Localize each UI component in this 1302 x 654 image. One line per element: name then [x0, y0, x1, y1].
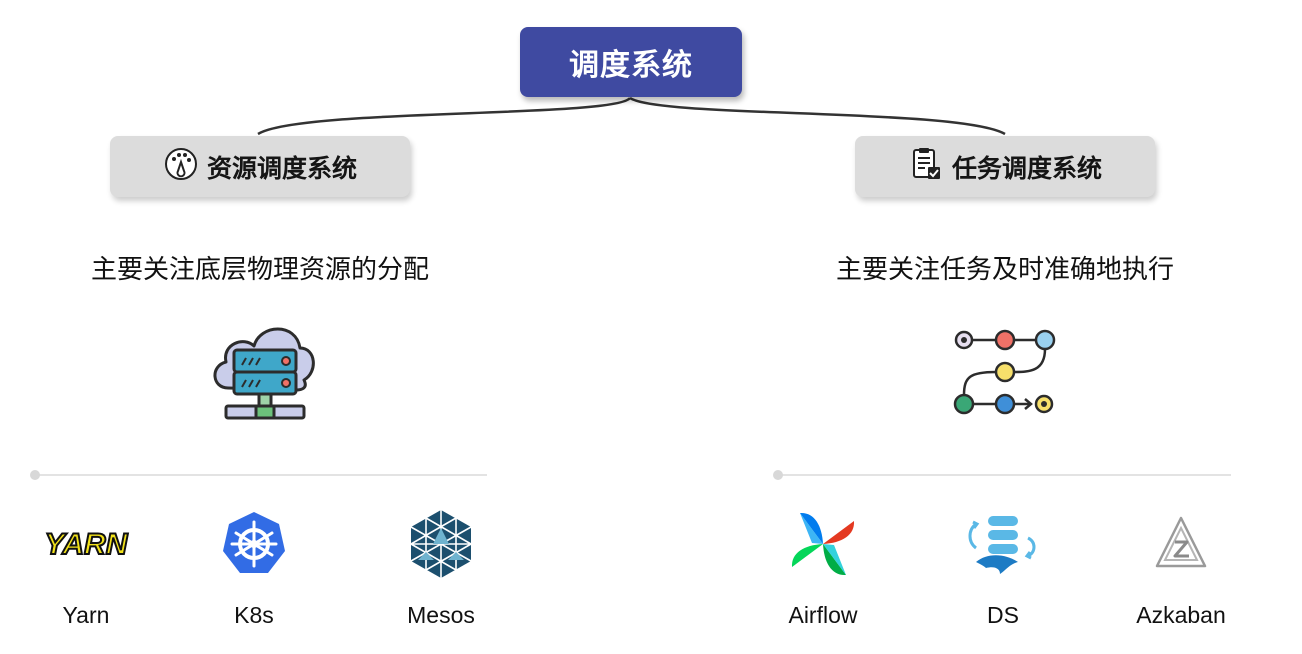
tool-mesos-name: Mesos	[407, 602, 475, 628]
connector-root-to-resource	[257, 96, 631, 136]
connector-root-to-task	[629, 96, 1006, 136]
tool-ds-name: DS	[987, 602, 1019, 628]
root-label: 调度系统	[569, 48, 693, 83]
branch-resource-label: 资源调度系统	[206, 153, 357, 183]
workflow-icon	[950, 325, 1060, 424]
tool-k8s-name: K8s	[234, 602, 274, 628]
resource-description: 主要关注底层物理资源的分配	[90, 255, 429, 285]
branch-resource-scheduling[interactable]: 资源调度系统	[110, 136, 410, 197]
checklist-icon	[908, 146, 944, 188]
kubernetes-logo	[219, 508, 289, 580]
tool-yarn[interactable]: YARN Yarn	[21, 508, 151, 629]
tool-mesos[interactable]: Mesos	[376, 508, 506, 629]
root-node[interactable]: 调度系统	[520, 27, 742, 97]
cloud-server-icon	[208, 318, 318, 428]
gauge-icon	[163, 146, 199, 188]
tool-k8s[interactable]: K8s	[189, 508, 319, 629]
tool-airflow-name: Airflow	[788, 602, 858, 628]
tool-yarn-name: Yarn	[62, 602, 110, 628]
azkaban-logo	[1151, 508, 1211, 580]
divider-resource	[30, 470, 487, 480]
tool-azkaban[interactable]: Azkaban	[1116, 508, 1246, 629]
branch-task-scheduling[interactable]: 任务调度系统	[855, 136, 1155, 197]
yarn-logo: YARN	[34, 508, 138, 580]
mesos-logo	[408, 508, 474, 580]
yarn-logo-text: YARN	[45, 528, 129, 561]
tool-airflow[interactable]: Airflow	[758, 508, 888, 629]
tool-azkaban-name: Azkaban	[1136, 602, 1226, 628]
task-description: 主要关注任务及时准确地执行	[835, 255, 1174, 285]
tool-ds[interactable]: DS	[938, 508, 1068, 629]
dolphinscheduler-logo	[966, 508, 1040, 580]
airflow-logo	[788, 508, 858, 580]
branch-task-label: 任务调度系统	[951, 153, 1102, 183]
divider-task	[773, 470, 1231, 480]
